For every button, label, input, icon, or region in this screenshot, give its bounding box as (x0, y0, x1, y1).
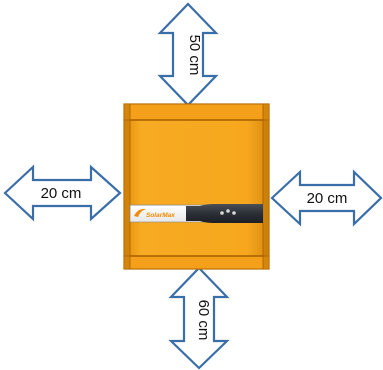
brand-logo-icon (134, 208, 146, 217)
right-clearance-arrow: 20 cm (270, 169, 383, 227)
inverter-top-cap (123, 103, 270, 121)
top-clearance-arrow: 50 cm (157, 2, 219, 107)
inverter-front-panel: SolarMax (129, 204, 264, 223)
right-arrow-icon (270, 169, 383, 227)
indicator-light-icon (220, 211, 224, 215)
inverter-right-edge (263, 104, 269, 269)
bottom-clearance-arrow: 60 cm (168, 266, 230, 370)
inverter-left-edge (124, 104, 130, 269)
bottom-arrow-icon (168, 266, 230, 370)
left-arrow-icon (3, 164, 122, 222)
bottom-clearance-label: 60 cm (195, 300, 212, 341)
left-clearance-label: 20 cm (41, 185, 82, 202)
indicator-light-icon (232, 211, 236, 215)
solar-inverter-device: SolarMax (123, 103, 270, 270)
left-clearance-arrow: 20 cm (3, 164, 122, 222)
inverter-body (123, 103, 270, 270)
right-clearance-label: 20 cm (307, 190, 348, 207)
brand-logo-plate (131, 206, 186, 221)
top-clearance-label: 50 cm (186, 35, 203, 76)
inverter-bottom-cap (123, 255, 270, 270)
brand-logo-text: SolarMax (146, 212, 175, 219)
control-panel (186, 204, 263, 223)
indicator-light-icon (226, 209, 230, 213)
